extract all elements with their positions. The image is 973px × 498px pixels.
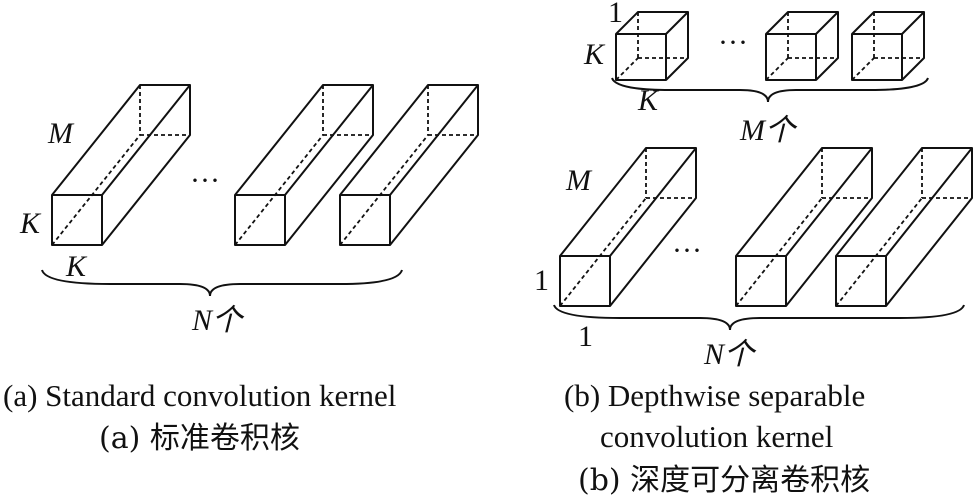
count-label-bottom: N个 [703,338,757,371]
label-k-side-top: K [583,38,606,71]
standard-kernel-prisms [51,84,479,246]
label-k-bottom: K [65,250,88,283]
caption-en: (a) Standard convolution kernel [3,378,396,413]
bottom-brace-b [553,304,965,331]
prism-b-3 [835,147,973,307]
prism-2 [234,84,374,246]
ellipsis-bottom: ··· [672,234,702,267]
label-one-top: 1 [608,0,623,29]
ellipsis: ··· [190,164,220,197]
pointwise-prisms [559,147,973,307]
cube-1 [615,11,689,81]
cube-3 [851,11,925,81]
top-brace [611,77,929,103]
panel-b: 1 K K ··· M个 M 1 1 ··· N个 (b) Depthwise … [534,0,973,498]
label-one-bottom: 1 [578,320,593,353]
prism-3 [339,84,479,246]
count-label: N个 [191,304,245,337]
label-m-bottom: M [565,164,593,197]
cube-2 [765,11,839,81]
ellipsis-top: ··· [718,26,748,59]
count-label-top: M个 [739,114,798,147]
caption-en-line2: convolution kernel [600,419,833,454]
prism-1 [51,84,191,246]
caption-cn: (a) 标准卷积核 [99,421,300,456]
label-m: M [47,117,75,150]
bottom-brace [41,269,403,297]
prism-b-1 [559,147,697,307]
label-one-side: 1 [534,264,549,297]
panel-a: M K K ··· N个 (a) Standard convolution ke… [3,84,479,456]
prism-b-2 [735,147,873,307]
caption-cn-b: (b) 深度可分离卷积核 [578,463,870,498]
label-k-side: K [19,207,42,240]
label-k-bottom-top: K [637,84,660,117]
depthwise-cubes [615,11,925,81]
caption-en-line1: (b) Depthwise separable [564,378,865,413]
